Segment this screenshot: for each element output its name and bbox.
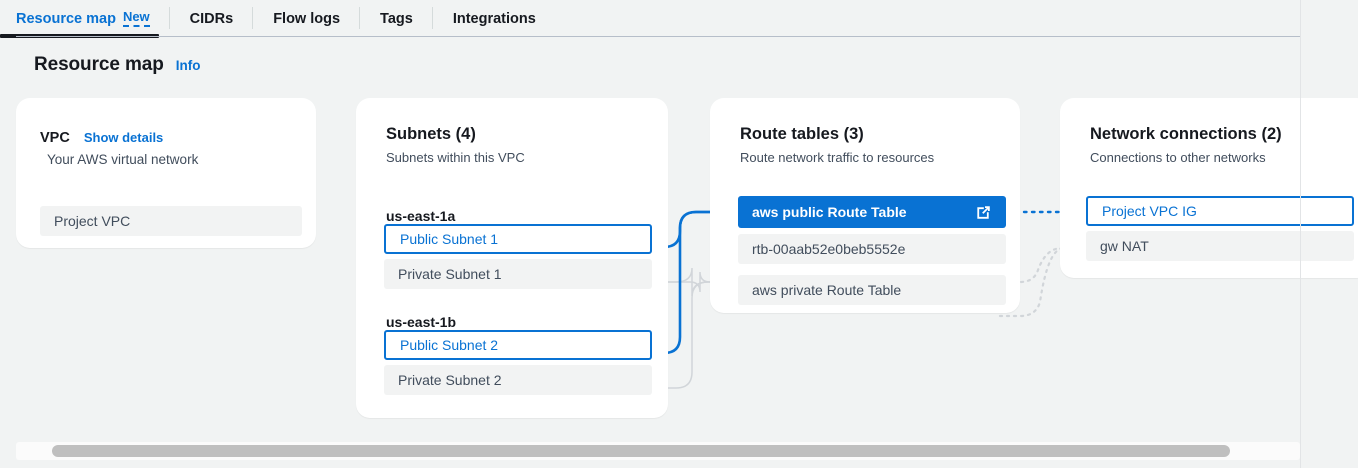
network-connections-card-title: Network connections (2) <box>1090 125 1282 143</box>
node-label: gw NAT <box>1100 238 1149 254</box>
subnets-card: Subnets (4) Subnets within this VPC us-e… <box>356 98 668 418</box>
info-link[interactable]: Info <box>175 58 201 73</box>
tab-cidrs[interactable]: CIDRs <box>170 0 254 37</box>
node-label: aws private Route Table <box>752 282 902 298</box>
az-label-us-east-1a: us-east-1a <box>386 208 456 224</box>
node-rtb-id[interactable]: rtb-00aab52e0beb5552e <box>738 234 1006 264</box>
tab-resource-map-label: Resource map <box>16 10 116 27</box>
vpc-card-header: VPC Show details <box>40 130 163 146</box>
external-link-icon[interactable] <box>975 204 992 221</box>
tab-flow-logs-label: Flow logs <box>273 10 341 27</box>
tab-bar-divider <box>16 36 1300 37</box>
route-tables-card-header: Route tables (3) Route network traffic t… <box>740 125 1002 165</box>
node-label: Private Subnet 2 <box>398 372 502 388</box>
node-public-subnet-2[interactable]: Public Subnet 2 <box>384 330 652 360</box>
tab-tags[interactable]: Tags <box>360 0 433 37</box>
node-private-subnet-2[interactable]: Private Subnet 2 <box>384 365 652 395</box>
tab-separator <box>252 7 254 29</box>
tab-resource-map[interactable]: Resource map New <box>0 0 170 38</box>
node-aws-public-route-table[interactable]: aws public Route Table <box>738 196 1006 228</box>
tab-separator <box>359 7 361 29</box>
tab-separator <box>431 7 433 29</box>
az-label-us-east-1b: us-east-1b <box>386 314 457 330</box>
tab-tags-label: Tags <box>380 10 413 27</box>
node-label: Project VPC <box>54 213 131 229</box>
vpc-card-subtitle: Your AWS virtual network <box>47 152 199 167</box>
node-label: Public Subnet 1 <box>400 231 499 247</box>
subnets-card-subtitle: Subnets within this VPC <box>386 150 525 165</box>
tab-new-badge: New <box>122 10 150 27</box>
tab-separator <box>168 7 170 29</box>
tab-flow-logs[interactable]: Flow logs <box>253 0 361 37</box>
network-connections-card-header: Network connections (2) Connections to o… <box>1090 125 1352 165</box>
tab-integrations[interactable]: Integrations <box>433 0 556 37</box>
page-title: Resource map <box>34 54 164 75</box>
node-aws-private-route-table[interactable]: aws private Route Table <box>738 275 1006 305</box>
route-tables-card: Route tables (3) Route network traffic t… <box>710 98 1020 313</box>
canvas-right-edge <box>1300 0 1301 468</box>
node-label: Project VPC IG <box>1102 203 1197 219</box>
node-project-vpc[interactable]: Project VPC <box>40 206 302 236</box>
network-connections-card-subtitle: Connections to other networks <box>1090 150 1266 165</box>
node-private-subnet-1[interactable]: Private Subnet 1 <box>384 259 652 289</box>
node-label: Public Subnet 2 <box>400 337 499 353</box>
route-tables-card-title: Route tables (3) <box>740 125 864 143</box>
horizontal-scrollbar-thumb[interactable] <box>52 445 1230 457</box>
subnets-card-header: Subnets (4) Subnets within this VPC <box>386 125 650 165</box>
node-public-subnet-1[interactable]: Public Subnet 1 <box>384 224 652 254</box>
vpc-card: VPC Show details Your AWS virtual networ… <box>16 98 316 248</box>
tab-integrations-label: Integrations <box>452 10 536 27</box>
network-connections-card: Network connections (2) Connections to o… <box>1060 98 1358 278</box>
node-gw-nat[interactable]: gw NAT <box>1086 231 1354 261</box>
page-heading: Resource map Info <box>34 54 201 76</box>
node-label: rtb-00aab52e0beb5552e <box>752 241 906 257</box>
vpc-show-details-link[interactable]: Show details <box>83 130 164 145</box>
node-project-vpc-ig[interactable]: Project VPC IG <box>1086 196 1354 226</box>
route-tables-card-subtitle: Route network traffic to resources <box>740 150 935 165</box>
node-label: aws public Route Table <box>752 204 907 220</box>
tab-cidrs-label: CIDRs <box>189 10 234 27</box>
vpc-card-label: VPC <box>40 130 70 146</box>
tab-bar: Resource map New CIDRs Flow logs Tags In… <box>0 0 1300 38</box>
node-label: Private Subnet 1 <box>398 266 502 282</box>
subnets-card-title: Subnets (4) <box>386 125 476 143</box>
resource-map-canvas: VPC Show details Your AWS virtual networ… <box>0 90 1358 430</box>
